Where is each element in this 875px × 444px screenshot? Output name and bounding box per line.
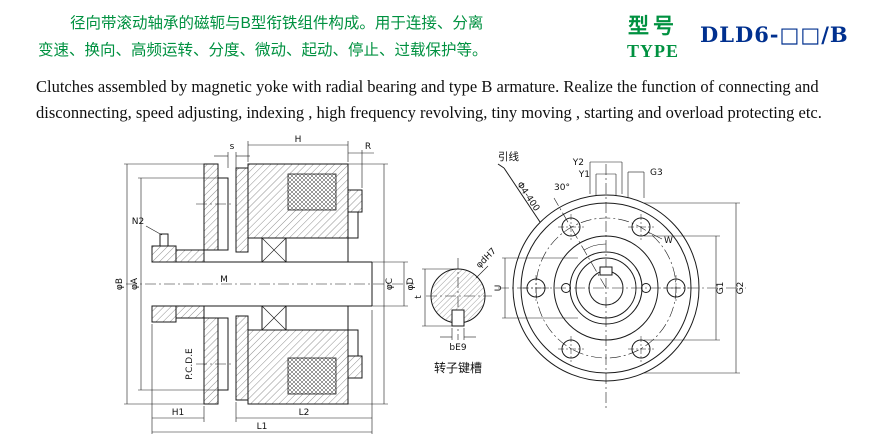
dim-label-L1: L1 — [257, 422, 268, 432]
model-number: DLD6-□□/B — [700, 22, 849, 47]
dim-label-H: H — [295, 135, 302, 145]
dim-label-pcd: P.C.D.E — [185, 348, 195, 380]
english-intro-line-2: disconnecting, speed adjusting, indexing… — [36, 103, 822, 122]
dim-label-Y1: Y1 — [578, 170, 590, 180]
keyway-linework — [426, 258, 492, 340]
dim-label-M: M — [220, 275, 228, 285]
section-dimensions: s H R N2 φB φA φC φD M P.C.D. — [115, 135, 416, 434]
chinese-intro-line-2: 变速、换向、高频运转、分度、微动、起动、停止、过载保护等。 — [38, 42, 488, 59]
dim-label-phiC: φC — [385, 278, 395, 290]
dim-label-G2: G2 — [736, 282, 746, 295]
dim-label-G3: G3 — [650, 168, 663, 178]
dim-label-H1: H1 — [172, 408, 185, 418]
dim-label-L2: L2 — [299, 408, 310, 418]
section-body-linework — [151, 163, 373, 405]
keyway-detail-drawing: bE9 t φdH7 转子键槽 — [414, 247, 499, 375]
dim-label-N2: N2 — [132, 217, 144, 227]
lead-wire-label: 引线 — [498, 150, 519, 163]
type-label-english: TYPE — [626, 41, 679, 61]
dim-label-phiD: φD — [406, 278, 416, 291]
english-intro-paragraph: Clutches assembled by magnetic yoke with… — [36, 74, 852, 126]
dim-label-phiB: φB — [115, 278, 125, 290]
dim-label-phiA: φA — [130, 277, 140, 290]
type-label-chinese: 型号 — [628, 15, 678, 38]
type-heading: 型号 TYPE — [616, 10, 690, 62]
dim-label-keyway-depth: t — [414, 295, 424, 299]
keyway-caption: 转子键槽 — [434, 360, 482, 375]
dim-label-s: s — [230, 142, 235, 152]
dim-label-U: U — [494, 285, 504, 292]
dim-label-angle: 30° — [554, 183, 570, 193]
chinese-intro-paragraph: 径向带滚动轴承的磁轭与B型衔铁组件构成。用于连接、分离 变速、换向、高频运转、分… — [38, 10, 552, 64]
dim-label-Y2: Y2 — [572, 158, 584, 168]
english-intro-line-1: Clutches assembled by magnetic yoke with… — [36, 77, 819, 96]
lead-wire-spec: Φ4-400 — [514, 180, 541, 213]
front-view-drawing: 引线 Φ4-400 30° Y2 Y1 G3 W U G1 G2 — [494, 150, 746, 410]
front-linework — [497, 163, 700, 382]
dim-label-keyway-width: bE9 — [449, 343, 466, 353]
chinese-intro-line-1: 径向带滚动轴承的磁轭与B型衔铁组件构成。用于连接、分离 — [70, 15, 484, 32]
section-view-drawing: s H R N2 φB φA φC φD M P.C.D. — [115, 135, 416, 434]
dim-label-R: R — [365, 142, 371, 152]
dim-label-W: W — [664, 236, 673, 246]
dim-label-G1: G1 — [716, 282, 726, 295]
